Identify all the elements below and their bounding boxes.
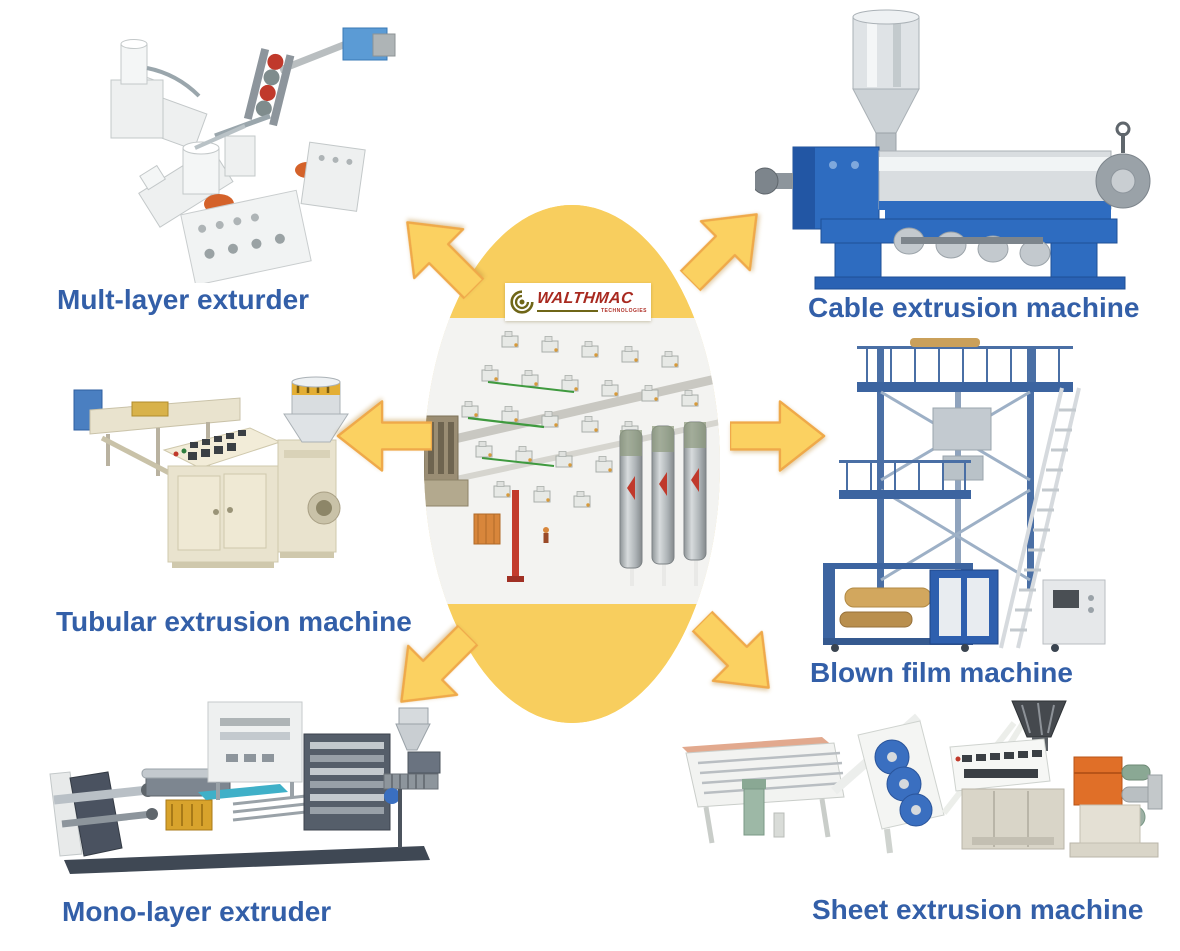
label-mono-layer-extruder: Mono-layer extruder	[62, 896, 332, 927]
arrow-up-left-icon	[376, 191, 505, 320]
label-tubular-extrusion-machine: Tubular extrusion machine	[56, 606, 412, 637]
tubular-extrusion-machine-illustration	[72, 358, 364, 570]
swirl-logo-icon	[510, 290, 534, 314]
arrow-right-icon	[730, 393, 826, 479]
label-mult-layer-exturder: Mult-layer exturder	[57, 284, 310, 315]
factory-floor-illustration	[424, 318, 720, 604]
label-cable-extrusion-machine: Cable extrusion machine	[808, 292, 1140, 323]
factory-floor-svg	[424, 318, 720, 604]
label-sheet-extrusion-machine: Sheet extrusion machine	[812, 894, 1144, 925]
cable-extrusion-machine-illustration	[755, 5, 1165, 295]
sheet-extrusion-machine-illustration	[682, 695, 1164, 880]
brand-rule	[537, 309, 598, 312]
brand-name: WALTHMAC	[536, 289, 635, 307]
mono-layer-extruder-illustration	[48, 682, 446, 884]
arrow-down-left-icon	[370, 605, 499, 734]
oval-bottom-cap	[424, 604, 720, 723]
brand-logo: WALTHMAC TECHNOLOGIES	[505, 283, 651, 321]
brand-tagline: TECHNOLOGIES	[600, 307, 647, 314]
arrow-down-right-icon	[672, 591, 801, 720]
multi-layer-extruder-illustration	[95, 8, 405, 283]
arrow-up-right-icon	[660, 183, 789, 312]
silo-icons	[619, 421, 707, 586]
arrow-left-icon	[336, 393, 432, 479]
blown-film-machine-illustration	[815, 330, 1115, 656]
label-blown-film-machine: Blown film machine	[810, 657, 1073, 688]
